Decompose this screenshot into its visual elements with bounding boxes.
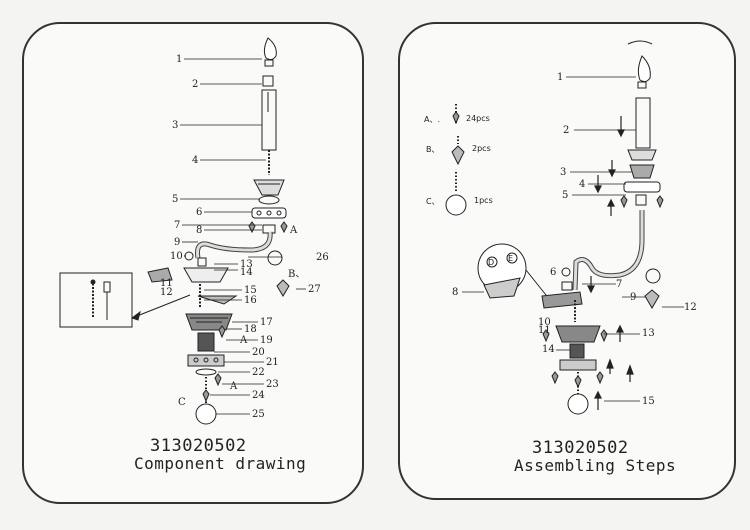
step-callout-14: 14 — [542, 344, 555, 355]
callout-22: 22 — [252, 367, 265, 378]
callout-20: 20 — [252, 347, 265, 358]
callout-19: 19 — [260, 335, 273, 346]
step-callout-15: 15 — [642, 396, 655, 407]
step-callout-5: 5 — [562, 190, 569, 201]
legend-a-letter: A、. — [424, 115, 441, 124]
zoom-letter-e: E — [508, 254, 514, 263]
step-callout-10: 10 — [538, 317, 551, 328]
letter-a-1: A — [290, 225, 298, 236]
step-callout-1: 1 — [557, 72, 564, 83]
legend-c-count: 1pcs — [474, 196, 493, 205]
component-drawing-panel — [22, 22, 364, 504]
callout-24: 24 — [252, 390, 265, 401]
letter-c: C — [178, 397, 186, 408]
step-callout-6: 6 — [550, 267, 557, 278]
zoom-letter-d: D — [488, 258, 495, 267]
step-callout-11: 11 — [538, 325, 551, 336]
callout-26: 26 — [316, 252, 329, 263]
callout-7: 7 — [174, 220, 181, 231]
step-callout-3: 3 — [560, 167, 567, 178]
right-caption: Assembling Steps — [514, 456, 677, 475]
callout-9: 9 — [174, 237, 181, 248]
left-product-code: 313020502 — [150, 436, 247, 456]
callout-11: 11 — [160, 278, 173, 289]
callout-27: 27 — [308, 284, 321, 295]
callout-17: 17 — [260, 317, 273, 328]
letter-b: B、 — [288, 269, 306, 280]
callout-4: 4 — [192, 155, 199, 166]
step-callout-8: 8 — [452, 287, 459, 298]
callout-25: 25 — [252, 409, 265, 420]
callout-13: 13 — [240, 259, 253, 270]
callout-5: 5 — [172, 194, 179, 205]
step-callout-9: 9 — [630, 292, 637, 303]
callout-14: 14 — [240, 267, 253, 278]
callout-8: 8 — [196, 225, 203, 236]
callout-15: 15 — [244, 285, 257, 296]
step-callout-13: 13 — [642, 328, 655, 339]
legend-c-letter: C、 — [426, 197, 440, 206]
step-callout-2: 2 — [563, 125, 570, 136]
legend-b-count: 2pcs — [472, 144, 491, 153]
callout-18: 18 — [244, 324, 257, 335]
step-callout-4: 4 — [579, 179, 586, 190]
legend-b-letter: B、 — [426, 145, 440, 154]
callout-16: 16 — [244, 295, 257, 306]
callout-23: 23 — [266, 379, 279, 390]
callout-1: 1 — [176, 54, 183, 65]
letter-a-3: A — [230, 381, 238, 392]
callout-2: 2 — [192, 79, 199, 90]
assembling-steps-panel — [398, 22, 736, 500]
step-callout-12: 12 — [684, 302, 697, 313]
callout-12: 12 — [160, 287, 173, 298]
left-caption: Component drawing — [134, 454, 307, 473]
callout-3: 3 — [172, 120, 179, 131]
step-callout-7: 7 — [616, 279, 623, 290]
letter-a-2: A — [240, 335, 248, 346]
callout-10: 10 — [170, 251, 183, 262]
callout-21: 21 — [266, 357, 279, 368]
legend-a-count: 24pcs — [466, 114, 490, 123]
callout-6: 6 — [196, 207, 203, 218]
right-product-code: 313020502 — [532, 438, 629, 458]
